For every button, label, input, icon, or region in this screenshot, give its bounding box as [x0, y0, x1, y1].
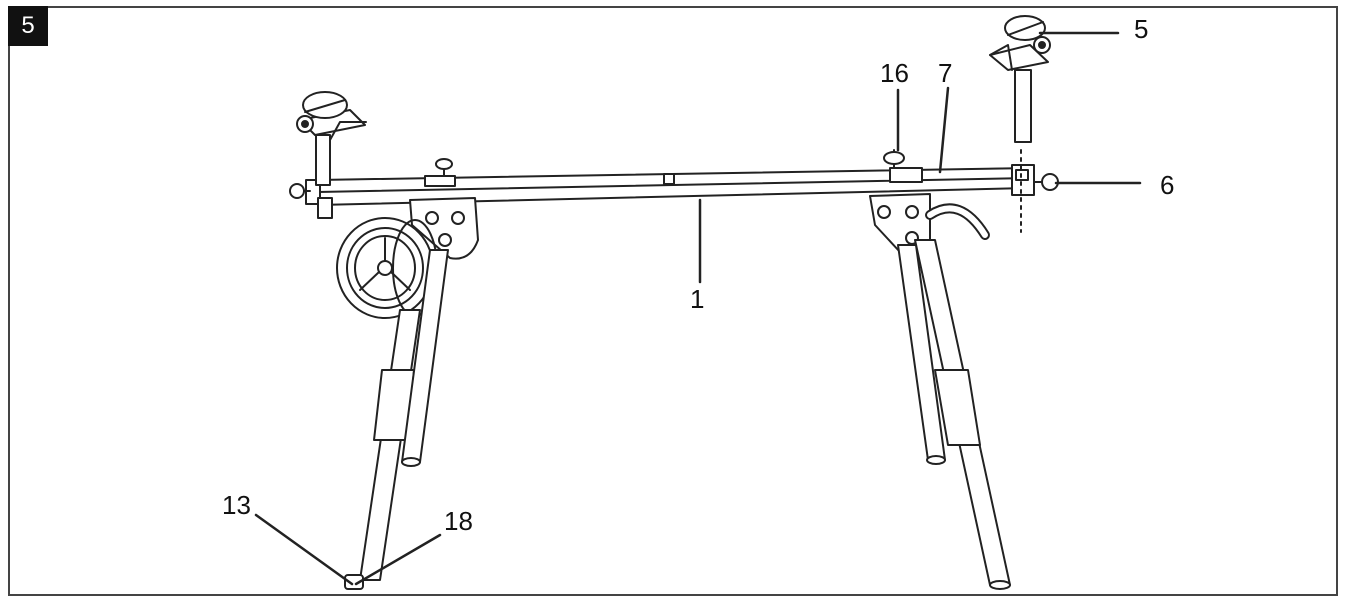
callout-18: 18	[444, 506, 473, 536]
leader-13	[254, 513, 354, 586]
callout-5: 5	[1134, 14, 1148, 44]
callout-1: 1	[690, 284, 704, 314]
callout-7: 7	[938, 58, 952, 88]
right-clamp-knob	[883, 149, 923, 183]
right-end-cap	[1011, 164, 1059, 196]
right-legs	[897, 239, 1011, 590]
leader-lines	[254, 31, 1142, 586]
wheel	[336, 217, 438, 319]
left-legs	[344, 249, 449, 590]
callout-13: 13	[222, 490, 251, 520]
figure-frame	[8, 6, 1338, 596]
figure-number-badge: 5	[8, 6, 48, 46]
right-roller-support	[989, 15, 1051, 143]
leader-7	[938, 86, 950, 174]
callout-16: 16	[880, 58, 909, 88]
left-roller-support	[296, 91, 367, 186]
cable-hose	[925, 203, 990, 240]
left-hinge-bracket	[409, 197, 479, 260]
callout-6: 6	[1160, 170, 1174, 200]
leader-18	[354, 533, 442, 586]
left-clamp-knob	[424, 158, 456, 187]
